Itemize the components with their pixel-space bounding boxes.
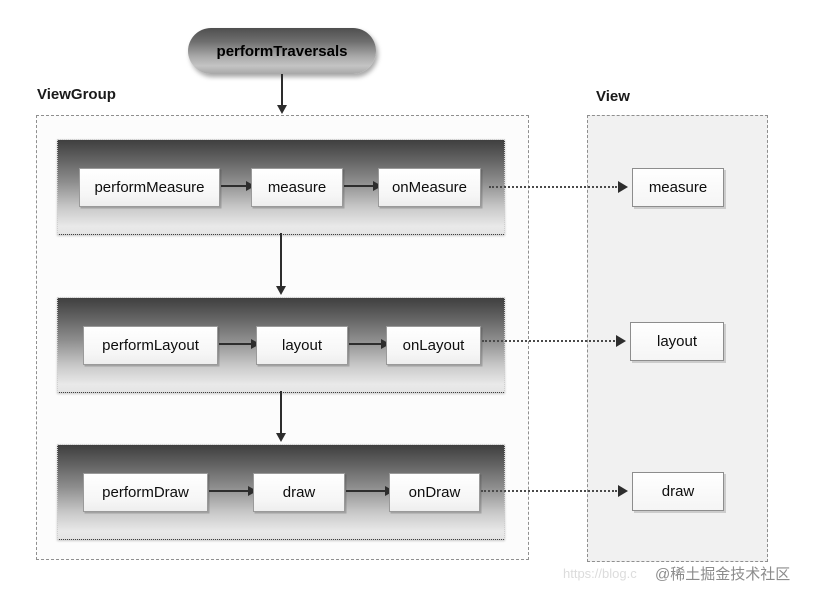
dotted-arrow-measure-icon bbox=[489, 181, 628, 193]
arrow-down-traversals-icon bbox=[277, 74, 287, 114]
arrow-right-icon bbox=[221, 181, 255, 191]
node-perform-draw-label: performDraw bbox=[102, 484, 189, 501]
layout-band: performLayout layout onLayout bbox=[57, 297, 505, 393]
arrow-right-icon bbox=[349, 339, 390, 349]
view-node-layout: layout bbox=[630, 322, 724, 361]
arrow-right-icon bbox=[346, 486, 394, 496]
node-perform-layout: performLayout bbox=[83, 326, 218, 365]
dotted-arrow-layout-icon bbox=[482, 335, 626, 347]
view-label: View bbox=[596, 88, 630, 105]
arrow-down-icon bbox=[276, 391, 286, 442]
view-node-layout-label: layout bbox=[656, 333, 698, 350]
node-draw-label: draw bbox=[282, 484, 316, 501]
node-measure-label: measure bbox=[267, 179, 327, 196]
dotted-arrow-draw-icon bbox=[481, 485, 628, 497]
node-on-draw: onDraw bbox=[389, 473, 480, 512]
view-node-draw-label: draw bbox=[661, 483, 695, 500]
measure-band: performMeasure measure onMeasure bbox=[57, 139, 505, 235]
node-perform-traversals-label: performTraversals bbox=[216, 42, 348, 60]
node-perform-layout-label: performLayout bbox=[102, 337, 199, 354]
draw-band: performDraw draw onDraw bbox=[57, 444, 505, 540]
node-perform-draw: performDraw bbox=[83, 473, 208, 512]
view-node-measure-label: measure bbox=[648, 179, 708, 196]
viewgroup-label: ViewGroup bbox=[37, 86, 116, 103]
arrow-right-icon bbox=[209, 486, 257, 496]
arrow-right-icon bbox=[219, 339, 260, 349]
node-measure: measure bbox=[251, 168, 343, 207]
view-node-measure: measure bbox=[632, 168, 724, 207]
node-on-layout: onLayout bbox=[386, 326, 481, 365]
arrow-right-icon bbox=[344, 181, 382, 191]
node-perform-traversals: performTraversals bbox=[188, 28, 376, 74]
node-layout: layout bbox=[256, 326, 348, 365]
node-perform-measure: performMeasure bbox=[79, 168, 220, 207]
node-perform-measure-label: performMeasure bbox=[94, 179, 205, 196]
node-layout-label: layout bbox=[281, 337, 323, 354]
watermark-credit: @稀土掘金技术社区 bbox=[655, 566, 791, 583]
watermark-url: https://blog.c bbox=[563, 566, 637, 581]
node-on-layout-label: onLayout bbox=[402, 337, 465, 354]
node-on-measure: onMeasure bbox=[378, 168, 481, 207]
view-node-draw: draw bbox=[632, 472, 724, 511]
arrow-down-icon bbox=[276, 233, 286, 295]
node-on-draw-label: onDraw bbox=[408, 484, 461, 501]
node-on-measure-label: onMeasure bbox=[391, 179, 468, 196]
node-draw: draw bbox=[253, 473, 345, 512]
